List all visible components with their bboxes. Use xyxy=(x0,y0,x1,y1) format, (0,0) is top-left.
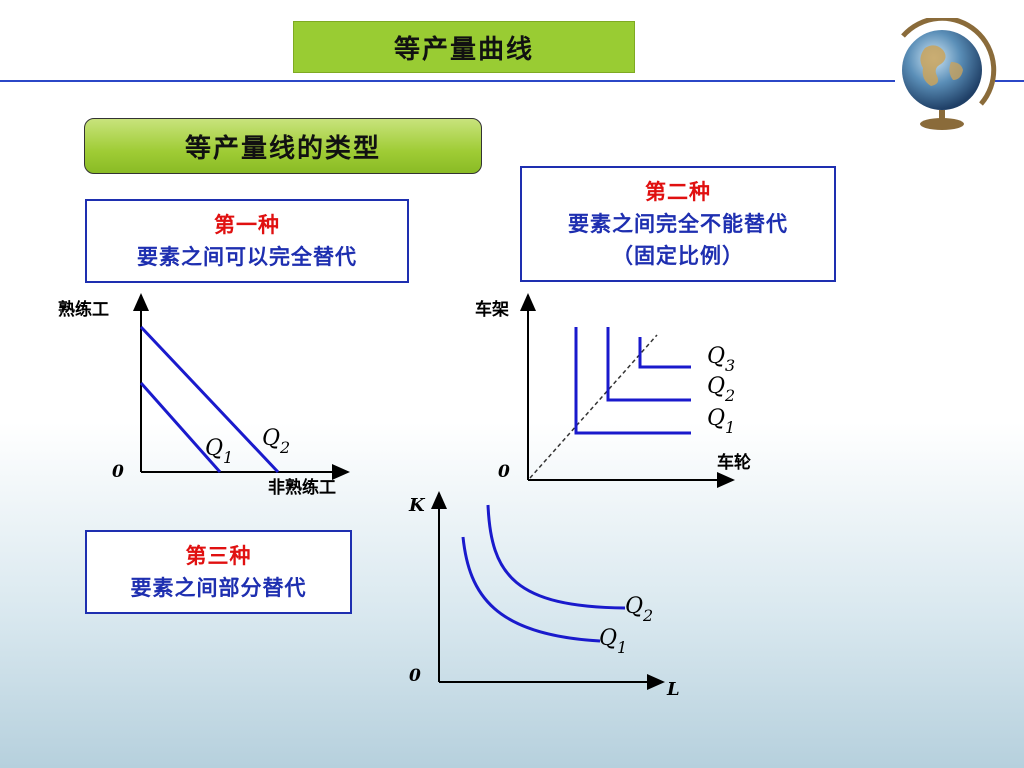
curve-label-q1: Q1 xyxy=(707,406,735,437)
x-axis-label: 车轮 xyxy=(717,452,751,473)
expansion-ray xyxy=(529,334,658,479)
slide-title: 等产量曲线 xyxy=(293,21,635,73)
origin-label: 0 xyxy=(498,462,510,482)
curve-label-q1: Q1 xyxy=(205,436,233,467)
type2-note: （固定比例） xyxy=(612,243,744,268)
isoquant-q3 xyxy=(638,337,691,369)
isoquant-q2 xyxy=(606,327,691,402)
curve-label-q2: Q2 xyxy=(625,594,653,625)
isoquant-q1 xyxy=(574,327,691,435)
diagram-perfect-complements: 车架 车轮 0 Q1 Q2 Q3 xyxy=(475,293,751,488)
type2-description: 要素之间完全不能替代 xyxy=(568,211,788,236)
x-axis-label: 非熟练工 xyxy=(268,477,336,498)
type2-box: 第二种 要素之间完全不能替代 （固定比例） xyxy=(520,166,836,282)
curve-label-q3: Q3 xyxy=(707,344,735,375)
subtitle-box: 等产量线的类型 xyxy=(84,118,482,174)
y-axis-label: 车架 xyxy=(475,299,509,320)
isoquant-q1 xyxy=(139,382,222,473)
isoquant-q1 xyxy=(461,536,601,643)
origin-label: 0 xyxy=(409,666,421,686)
type1-box: 第一种 要素之间可以完全替代 xyxy=(85,199,409,283)
header-divider-right xyxy=(995,80,1024,82)
diagram-perfect-substitutes: 熟练工 非熟练工 0 Q1 Q2 xyxy=(58,293,350,498)
y-axis-label: 熟练工 xyxy=(58,299,109,320)
header-divider xyxy=(0,80,895,82)
curve-label-q2: Q2 xyxy=(262,426,290,457)
globe-icon xyxy=(901,18,997,130)
isoquant-q2 xyxy=(139,325,280,474)
curve-label-q1: Q1 xyxy=(599,626,627,657)
diagram-partial-substitutes: K L 0 Q1 Q2 xyxy=(408,491,680,700)
isoquant-q2 xyxy=(486,504,626,610)
origin-label: 0 xyxy=(112,462,124,482)
type1-description: 要素之间可以完全替代 xyxy=(137,244,357,269)
x-axis-label: L xyxy=(666,679,680,700)
type3-description: 要素之间部分替代 xyxy=(130,575,307,600)
type1-heading: 第一种 xyxy=(214,212,280,237)
type3-heading: 第三种 xyxy=(185,543,252,568)
type3-box: 第三种 要素之间部分替代 xyxy=(85,530,352,614)
curve-label-q2: Q2 xyxy=(707,374,735,405)
y-axis-label: K xyxy=(408,495,426,516)
type2-heading: 第二种 xyxy=(645,179,711,204)
